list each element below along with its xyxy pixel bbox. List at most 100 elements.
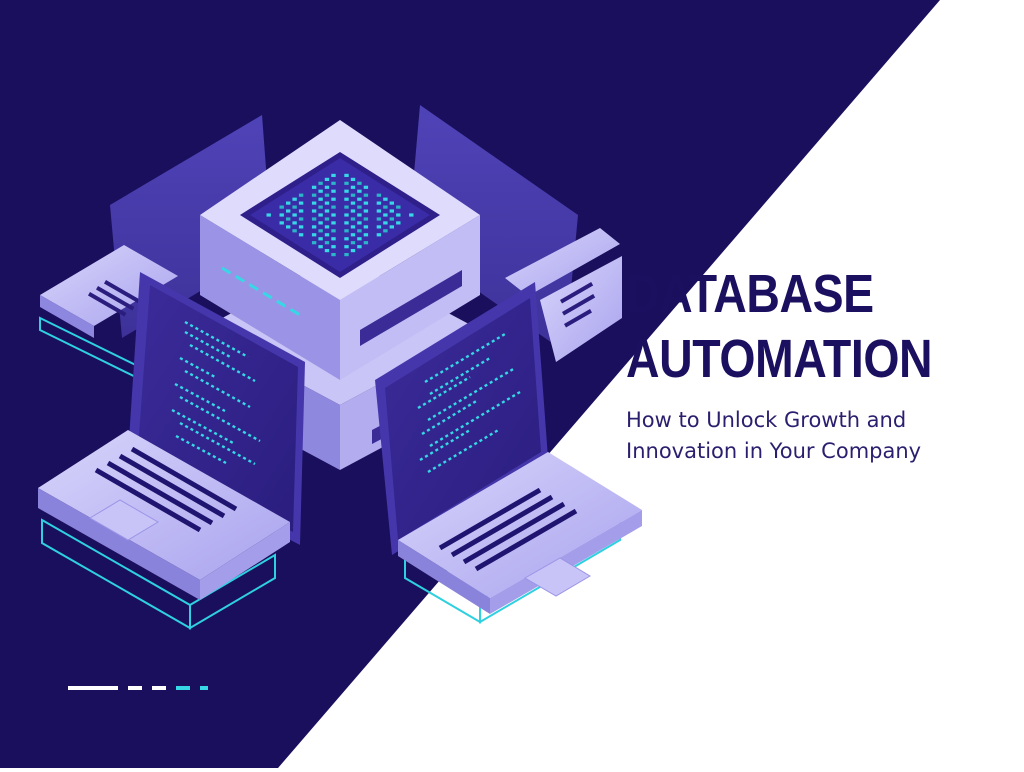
server-led-dot	[383, 205, 388, 209]
server-led-dot	[376, 201, 382, 205]
server-led-dot	[376, 233, 382, 237]
server-led-dot	[344, 245, 349, 249]
server-led-dot	[344, 205, 349, 209]
server-led-dot	[331, 229, 336, 233]
server-led-dot	[318, 213, 323, 217]
server-led-dot	[286, 217, 291, 221]
server-led-dot	[344, 197, 349, 201]
server-led-dot	[324, 193, 330, 197]
server-led-dot	[324, 177, 330, 181]
server-led-dot	[383, 229, 388, 233]
server-led-dot	[298, 233, 304, 237]
server-led-dot	[357, 181, 362, 185]
server-led-dot	[383, 221, 388, 225]
server-led-dot	[331, 173, 336, 177]
server-led-dot	[331, 197, 336, 201]
server-led-dot	[376, 225, 382, 229]
server-led-dot	[357, 221, 362, 225]
server-led-dot	[344, 173, 349, 177]
server-led-dot	[311, 225, 317, 229]
server-led-dot	[318, 189, 323, 193]
server-led-dot	[344, 221, 349, 225]
server-led-dot	[318, 245, 323, 249]
decorative-dash-line	[68, 686, 208, 690]
page-subtitle: How to Unlock Growth and Innovation in Y…	[626, 405, 921, 467]
server-led-dot	[344, 253, 349, 257]
server-led-dot	[298, 225, 304, 229]
server-led-dot	[286, 225, 291, 229]
server-led-dot	[389, 209, 394, 213]
server-led-dot	[279, 213, 284, 217]
server-led-dot	[318, 197, 323, 201]
server-led-dot	[396, 213, 401, 217]
server-top-block-icon	[200, 120, 480, 380]
server-led-dot	[311, 233, 317, 237]
server-led-dot	[292, 197, 297, 201]
server-led-dot	[376, 209, 382, 213]
server-led-dot	[350, 225, 356, 229]
server-led-dot	[350, 233, 356, 237]
server-led-dot	[331, 253, 336, 257]
server-led-dot	[324, 185, 330, 189]
server-led-dot	[331, 181, 336, 185]
server-led-dot	[344, 189, 349, 193]
server-led-dot	[324, 225, 330, 229]
server-led-dot	[350, 241, 356, 245]
server-led-dot	[318, 229, 323, 233]
server-led-dot	[363, 201, 369, 205]
server-led-dot	[357, 205, 362, 209]
server-led-dot	[318, 205, 323, 209]
server-led-dot	[363, 241, 369, 245]
server-led-dot	[344, 229, 349, 233]
server-led-dot	[350, 209, 356, 213]
server-led-dot	[279, 205, 284, 209]
server-led-dot	[376, 217, 382, 221]
server-led-dot	[376, 193, 382, 197]
server-led-dot	[363, 233, 369, 237]
server-led-dot	[396, 205, 401, 209]
server-led-dot	[350, 201, 356, 205]
server-led-dot	[389, 201, 394, 205]
server-led-dot	[279, 221, 284, 225]
server-led-dot	[357, 229, 362, 233]
server-led-dot	[350, 217, 356, 221]
server-led-dot	[292, 205, 297, 209]
server-led-dot	[286, 201, 291, 205]
server-led-grid	[266, 173, 414, 257]
server-led-dot	[324, 233, 330, 237]
server-led-dot	[311, 241, 317, 245]
server-led-dot	[298, 217, 304, 221]
server-led-dot	[324, 241, 330, 245]
server-led-dot	[311, 217, 317, 221]
server-led-dot	[363, 217, 369, 221]
server-led-dot	[324, 209, 330, 213]
server-led-dot	[298, 193, 304, 197]
server-led-dot	[318, 181, 323, 185]
server-led-dot	[331, 245, 336, 249]
server-led-dot	[350, 177, 356, 181]
server-led-dot	[383, 197, 388, 201]
server-led-dot	[298, 209, 304, 213]
server-led-dot	[350, 249, 356, 253]
server-led-dot	[344, 181, 349, 185]
server-led-dot	[389, 217, 394, 221]
server-led-dot	[344, 237, 349, 241]
server-led-dot	[318, 237, 323, 241]
server-led-dot	[331, 189, 336, 193]
server-led-dot	[350, 185, 356, 189]
server-led-dot	[357, 245, 362, 249]
server-led-dot	[363, 185, 369, 189]
laptop-front-left-icon	[38, 272, 305, 630]
server-led-dot	[331, 213, 336, 217]
server-led-dot	[409, 213, 414, 217]
subtitle-line-1: How to Unlock Growth and	[626, 408, 907, 432]
server-led-dot	[363, 225, 369, 229]
server-led-dot	[311, 193, 317, 197]
server-led-dot	[357, 213, 362, 217]
server-led-dot	[363, 209, 369, 213]
subtitle-line-2: Innovation in Your Company	[626, 439, 922, 463]
laptop-front-right-icon	[375, 282, 642, 624]
server-led-dot	[396, 221, 401, 225]
